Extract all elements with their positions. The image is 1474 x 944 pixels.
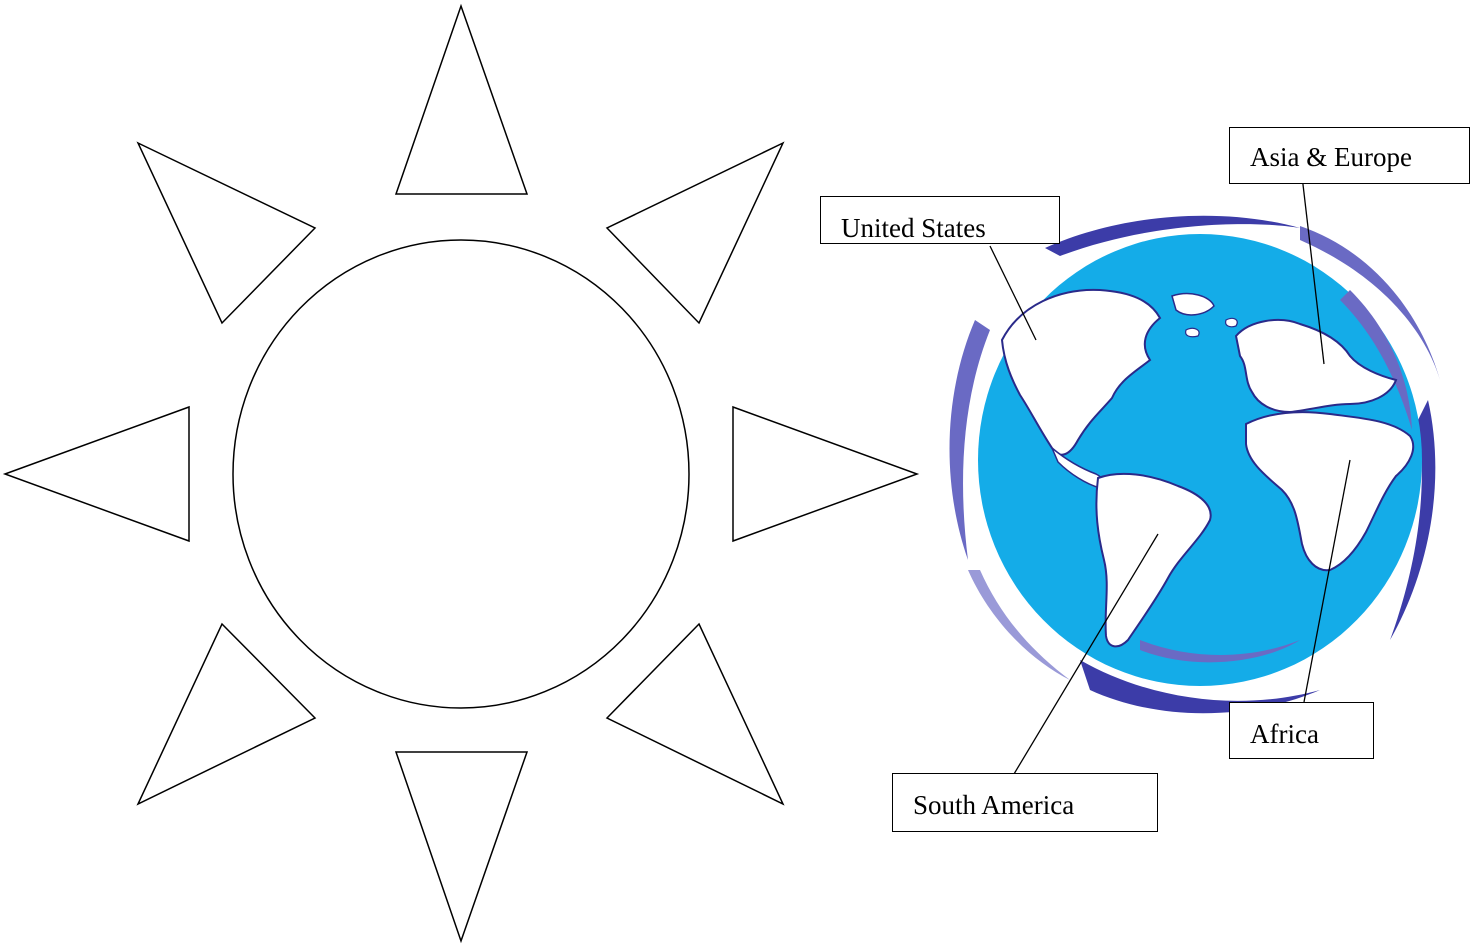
sun-disc-shape bbox=[233, 240, 689, 708]
sun-ray-top bbox=[396, 6, 527, 194]
label-asia-europe: Asia & Europe bbox=[1229, 127, 1470, 184]
label-united-states-text: United States bbox=[841, 215, 986, 242]
label-south-america: South America bbox=[892, 773, 1158, 832]
label-africa-text: Africa bbox=[1250, 721, 1319, 748]
sun-ray-bottom-left bbox=[138, 624, 315, 804]
sun-ray-top-left bbox=[138, 143, 315, 323]
label-asia-europe-text: Asia & Europe bbox=[1250, 144, 1412, 171]
sun-outline-icon bbox=[5, 6, 917, 941]
island-landmass bbox=[1226, 318, 1238, 326]
sun-ray-bottom bbox=[396, 752, 527, 941]
label-south-america-text: South America bbox=[913, 792, 1074, 819]
sun-ray-left bbox=[5, 407, 189, 541]
sun-ray-bottom-right bbox=[607, 624, 783, 804]
globe-icon bbox=[950, 216, 1440, 714]
sun-ray-top-right bbox=[607, 143, 783, 323]
island-landmass bbox=[1186, 328, 1199, 336]
sun-ray-right bbox=[733, 407, 917, 541]
label-united-states: United States bbox=[820, 196, 1060, 244]
label-africa: Africa bbox=[1229, 702, 1374, 759]
